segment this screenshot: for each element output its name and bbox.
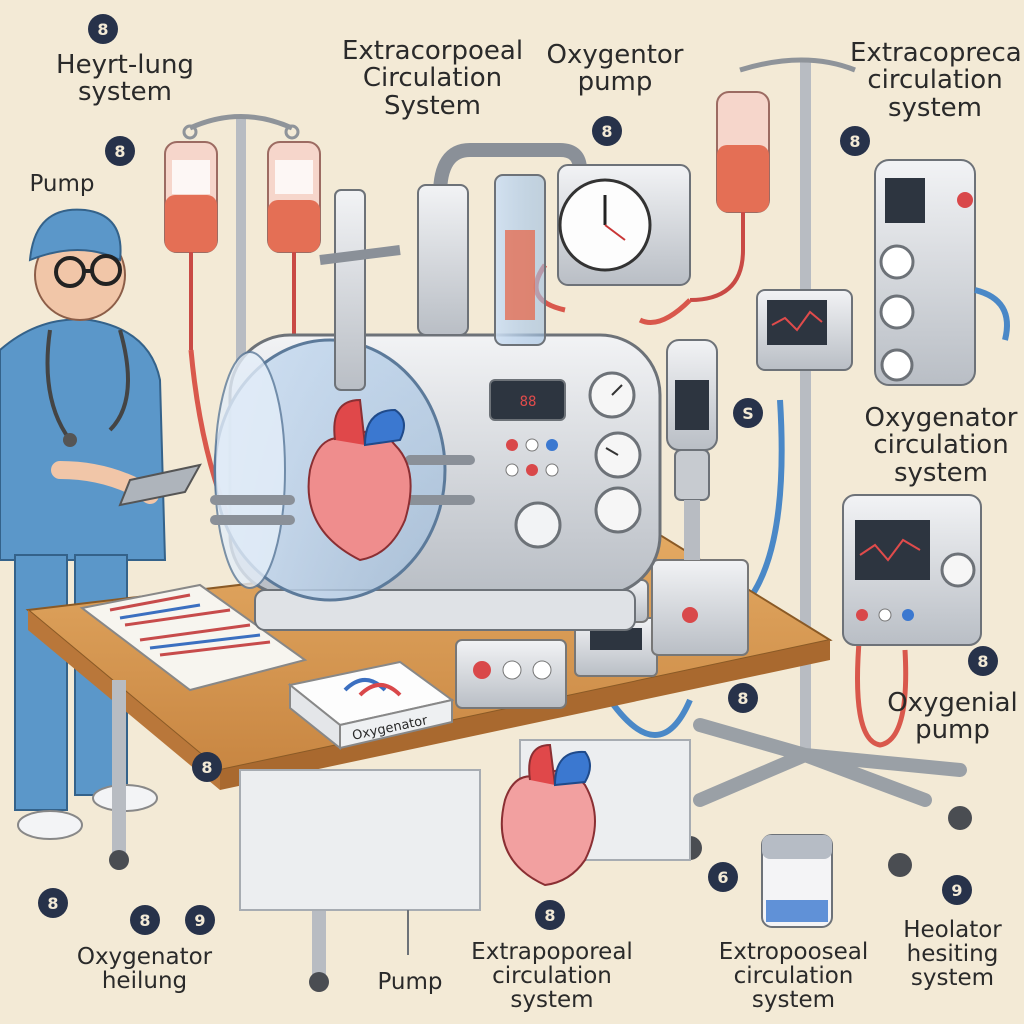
iv-bag-icon bbox=[267, 141, 321, 340]
label-oxygenator-bottom: Oxygenator heilung bbox=[76, 944, 213, 995]
heart-icon bbox=[500, 743, 596, 887]
circulation-unit bbox=[874, 159, 1010, 386]
oxygenator-columns bbox=[319, 143, 587, 391]
pressure-device bbox=[666, 339, 718, 560]
label-pump-left: Pump bbox=[29, 171, 95, 197]
callout-badge: 8 bbox=[728, 683, 758, 713]
callout-badge: S bbox=[733, 398, 763, 428]
iv-pole-right bbox=[678, 57, 972, 877]
callout-badge: 8 bbox=[105, 136, 135, 166]
monitor-icon bbox=[756, 289, 853, 371]
clock-gauge-box bbox=[557, 164, 691, 286]
supply-box bbox=[287, 660, 455, 751]
iv-bag-icon bbox=[164, 141, 218, 350]
callout-badge: 8 bbox=[968, 646, 998, 676]
callout-badge: 8 bbox=[592, 116, 622, 146]
specimen-jar bbox=[761, 834, 833, 928]
callout-badge: 8 bbox=[38, 888, 68, 918]
heart-lung-machine: 88 bbox=[210, 333, 662, 631]
label-oxygentor-pump: Oxygentor pump bbox=[546, 40, 684, 98]
label-oxygen-pump: Oxygenial pump bbox=[887, 688, 1018, 746]
label-heart-lung-system: Heyrt-lung system bbox=[56, 50, 194, 108]
gauge-icon bbox=[588, 371, 642, 534]
callout-badge: 8 bbox=[840, 126, 870, 156]
label-oxygenator-circulation: Oxygenator circulation system bbox=[864, 403, 1018, 488]
callout-badge: 9 bbox=[942, 875, 972, 905]
callout-badge: 8 bbox=[535, 900, 565, 930]
callout-badge: 8 bbox=[130, 905, 160, 935]
label-heolator: Heolator hesiting system bbox=[903, 917, 1002, 992]
label-pump-bottom: Pump bbox=[377, 969, 443, 995]
label-extropooseal: Extropooseal circulation system bbox=[718, 939, 869, 1014]
callout-badge: 8 bbox=[192, 752, 222, 782]
svg-text:88: 88 bbox=[520, 394, 537, 410]
label-extracorporeal-top: Extracorpoeal Circulation System bbox=[341, 36, 524, 121]
iv-bag-icon bbox=[689, 91, 770, 302]
callout-badge: 9 bbox=[185, 905, 215, 935]
label-extracorporeal-right: Extracoprecal circulation system bbox=[850, 38, 1024, 123]
iv-pole-left bbox=[182, 114, 300, 538]
document-sheet bbox=[79, 583, 308, 692]
callout-badge: 8 bbox=[88, 14, 118, 44]
oxygen-pump-console bbox=[842, 494, 982, 646]
heart-icon bbox=[307, 398, 412, 562]
label-extrapoporeal: Extrapoporeal circulation system bbox=[471, 939, 633, 1014]
callout-badge: 6 bbox=[708, 862, 738, 892]
